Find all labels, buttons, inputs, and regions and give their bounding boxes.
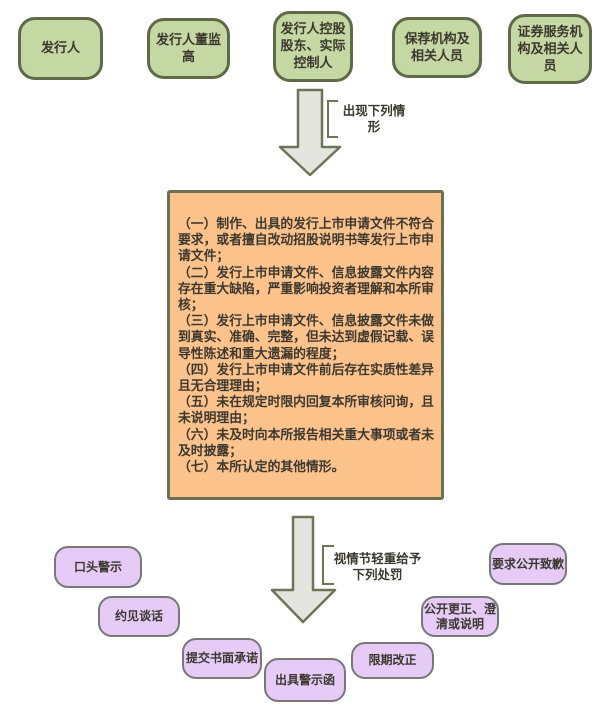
actor-box-securities-service: 证券服务机 构及相关人 员 [508,14,592,84]
actor-label: 员 [543,58,557,74]
penalty-label: 约见谈话 [114,609,163,623]
situation-item: （一）制作、出具的发行上市申请文件不符合要求，或者擅自改动招股说明书等发行上市申… [178,217,434,265]
down-arrow-icon [278,88,342,177]
actor-box-sponsor: 保荐机构及 相关人员 [392,17,482,78]
penalty-label: 出具警示函 [274,672,335,687]
bracket-icon [322,545,334,585]
arrow2-label: 视情节轻重给予 下列处罚 [333,551,422,582]
situations-panel: （一）制作、出具的发行上市申请文件不符合要求，或者擅自改动招股说明书等发行上市申… [167,190,444,500]
actor-label: 证券服务机 [517,24,583,40]
penalty-label: 提交书面承诺 [185,651,258,665]
situation-item: （三）发行上市申请文件、信息披露文件未做到真实、准确、完整，但未达到虚假记载、误… [178,314,434,362]
penalty-label: 公开更正、澄 [423,601,496,616]
situation-item: （五）未在规定时限内回复本所审核问询，且未说明理由； [178,395,434,427]
penalty-box-public-apology: 要求公开致歉 [489,543,567,585]
down-arrow-icon [270,515,337,624]
actor-label: 保荐机构及 [404,31,470,47]
arrow1-label: 出现下列情 形 [342,103,406,134]
penalty-label: 口头警示 [73,559,122,574]
actor-label: 相关人员 [410,48,463,64]
situation-item: （六）未及时向本所报告相关重大事项或者未及时披露； [178,427,434,459]
penalty-box-public-correction: 公开更正、澄 清或说明 [421,596,499,637]
penalty-box-rectify-deadline: 限期改正 [351,642,434,679]
penalty-box-written-commitment: 提交书面承诺 [182,638,262,679]
actor-label: 发行人董监 [155,32,221,48]
situation-item: （二）发行上市申请文件、信息披露文件内容存在重大缺陷，严重影响投资者理解和本所审… [178,265,434,314]
actor-label: 控制人 [293,56,333,71]
actor-box-controlling-shareholder: 发行人控股 股东、实际 控制人 [273,11,353,82]
actor-box-issuer: 发行人 [18,17,103,80]
actor-box-directors-supervisors: 发行人董监 高 [147,18,230,79]
actor-label: 股东、实际 [280,39,346,54]
actor-label: 构及相关人 [517,41,583,57]
penalty-box-warning-letter: 出具警示函 [264,658,346,702]
bracket-icon [327,100,338,138]
penalty-label: 清或说明 [435,616,484,631]
penalty-label: 要求公开致歉 [491,556,564,571]
actor-label: 发行人 [40,41,80,56]
actor-label: 发行人控股 [280,22,346,37]
penalty-box-verbal-warning: 口头警示 [54,546,142,588]
situation-item: （四）发行上市申请文件前后存在实质性差异且无合理理由； [178,362,434,395]
situation-item: （七）本所认定的其他情形。 [178,460,345,476]
actor-label: 高 [181,49,195,65]
penalty-label: 限期改正 [368,653,417,667]
penalty-box-interview-talk: 约见谈话 [98,596,180,637]
